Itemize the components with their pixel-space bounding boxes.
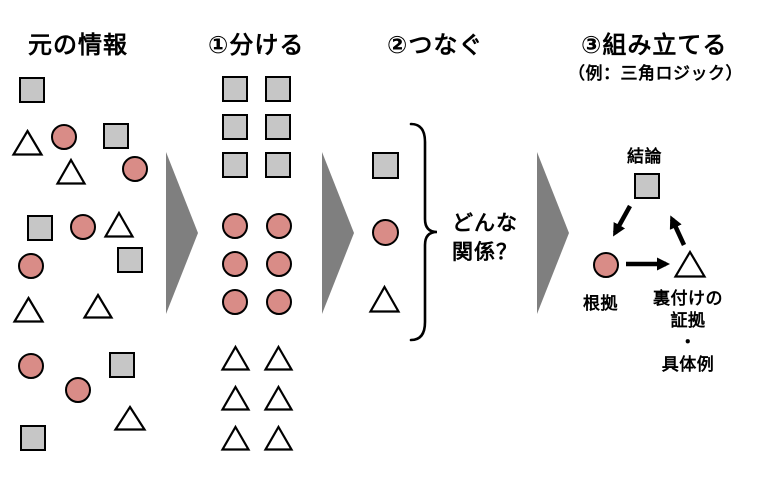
- circle-shape: [51, 124, 77, 150]
- relationship-question-line1: どんな: [452, 212, 518, 235]
- square-shape: [19, 77, 45, 103]
- circle-shape: [18, 353, 44, 379]
- logic-label-evidence-line2: 証拠: [670, 311, 706, 330]
- circle-shape: [266, 251, 292, 277]
- triangle-shape: [12, 295, 45, 323]
- triangle-shape: [368, 284, 401, 313]
- circle-shape: [65, 377, 91, 403]
- header-step1-divide: ①分ける: [208, 32, 305, 59]
- square-shape: [109, 352, 135, 378]
- circle-shape: [266, 289, 292, 315]
- triangle-shape: [263, 344, 294, 371]
- circle-shape: [593, 252, 619, 278]
- header-step2-connect: ②つなぐ: [387, 32, 484, 59]
- logic-label-evidence: 裏付けの 証拠 ・ 具体例: [645, 288, 731, 376]
- logic-label-evidence-line3: ・: [679, 333, 697, 352]
- square-shape: [372, 152, 399, 179]
- logic-label-conclusion: 結論: [627, 147, 662, 166]
- square-shape: [103, 123, 129, 149]
- logic-label-evidence-line1: 裏付けの: [653, 289, 723, 308]
- circle-shape: [70, 214, 96, 240]
- circle-shape: [222, 289, 248, 315]
- logic-label-grounds: 根拠: [583, 294, 618, 313]
- triangle-shape: [673, 249, 707, 278]
- triangle-shape: [55, 157, 87, 185]
- curly-brace: [409, 122, 438, 342]
- square-shape: [27, 215, 53, 241]
- header-step3-subtitle: （例：三角ロジック）: [568, 64, 743, 83]
- circle-shape: [18, 253, 44, 279]
- triangle-shape: [220, 344, 251, 371]
- triangle-shape: [263, 384, 294, 411]
- flow-arrow-1: [166, 152, 198, 314]
- square-shape: [222, 114, 248, 140]
- triangle-shape: [263, 424, 294, 451]
- triangle-shape: [113, 404, 147, 431]
- square-shape: [222, 152, 248, 178]
- square-shape: [117, 247, 143, 273]
- square-shape: [265, 114, 291, 140]
- circle-shape: [222, 213, 248, 239]
- triangle-shape: [82, 292, 114, 319]
- circle-shape: [266, 213, 292, 239]
- square-shape: [222, 76, 248, 102]
- triangle-shape: [11, 128, 44, 156]
- triangle-shape: [103, 210, 135, 238]
- square-shape: [634, 173, 660, 199]
- circle-shape: [122, 156, 148, 182]
- square-shape: [265, 76, 291, 102]
- header-original-info: 元の情報: [28, 32, 128, 59]
- square-shape: [20, 425, 46, 451]
- square-shape: [265, 152, 291, 178]
- flow-arrow-3: [537, 152, 569, 314]
- header-step3-assemble: ③組み立てる: [581, 32, 728, 59]
- relationship-question-line2: 関係？: [452, 241, 518, 264]
- triangle-shape: [220, 424, 251, 451]
- circle-shape: [222, 251, 248, 277]
- circle-shape: [372, 219, 399, 246]
- flow-arrow-2: [322, 152, 354, 314]
- triangle-shape: [220, 384, 251, 411]
- relationship-question-label: どんな 関係？: [452, 209, 518, 267]
- logic-label-evidence-line4: 具体例: [661, 355, 715, 374]
